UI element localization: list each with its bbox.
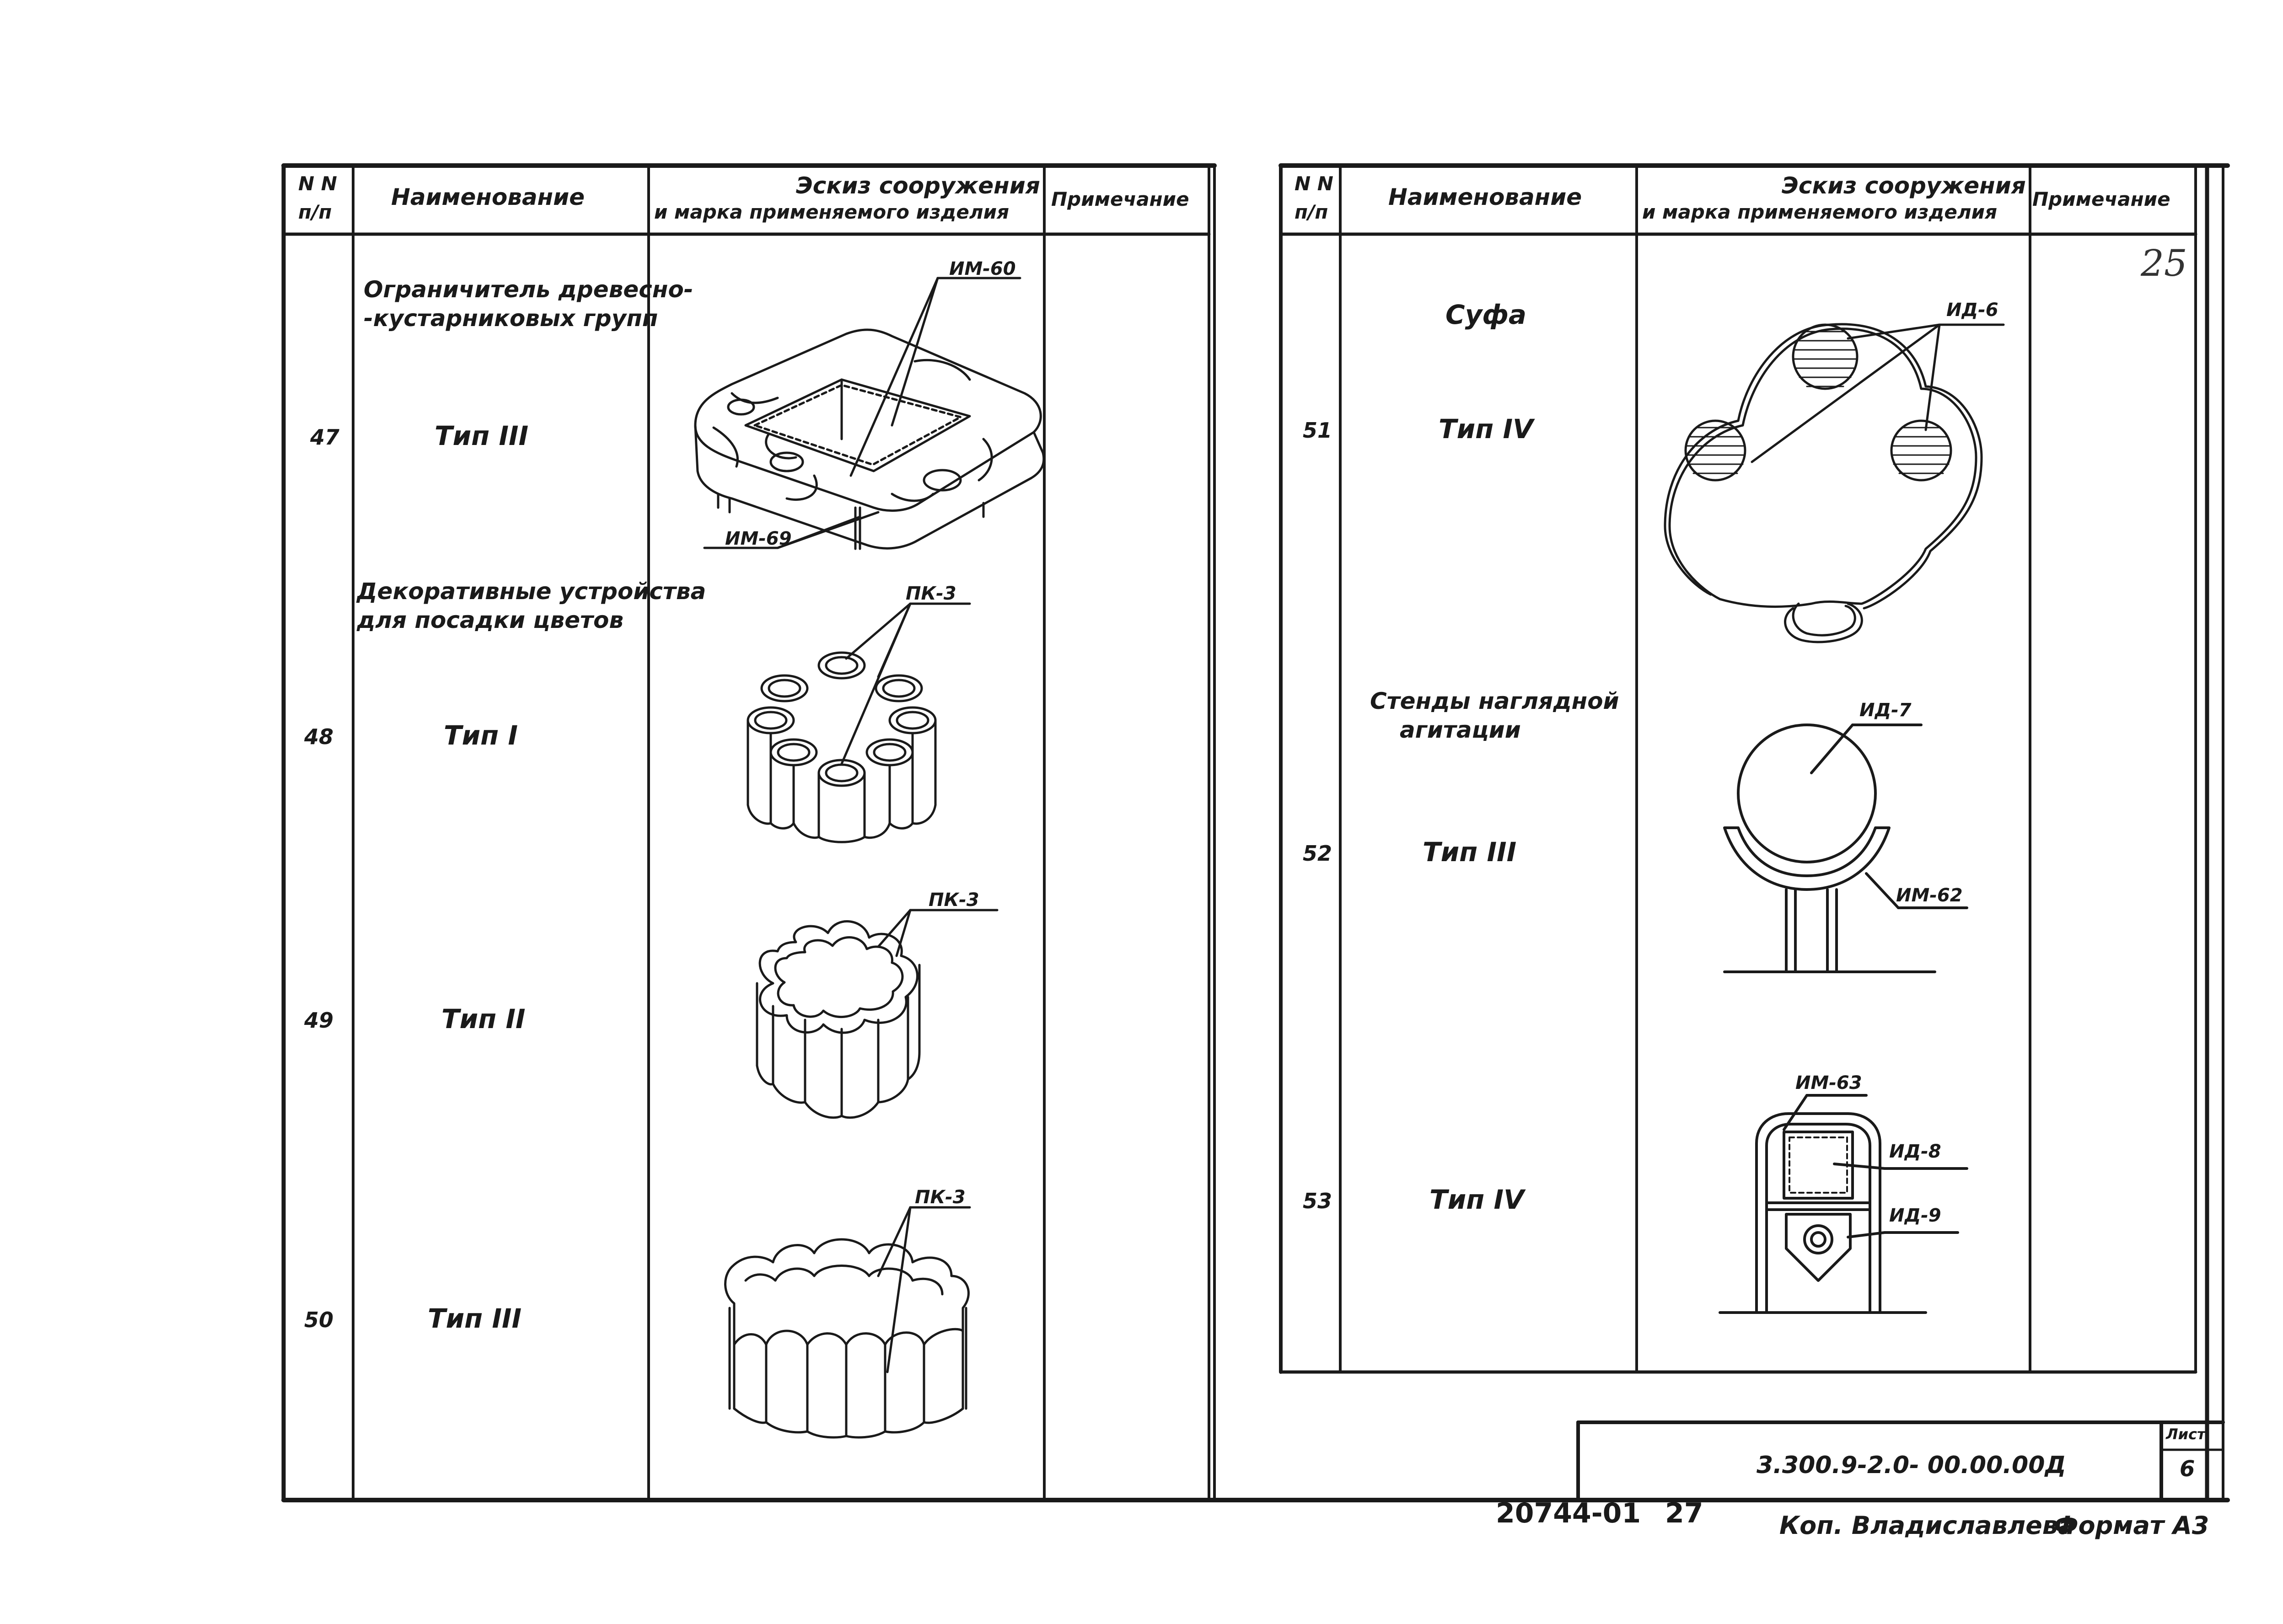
row-47-title-1: Ограничитель древесно- <box>364 276 693 303</box>
row-48-title-1: Декоративные устройства <box>357 578 706 605</box>
mark-id-6: ИД-6 <box>1946 300 1998 321</box>
right-header-nn-1: N N <box>1295 172 1333 195</box>
row-48-type: Тип I <box>444 720 518 751</box>
row-52-title-2: агитации <box>1400 717 1521 743</box>
sketch-53 <box>1719 1094 1968 1314</box>
row-52-number: 52 <box>1303 841 1332 866</box>
right-header-nn-2: п/п <box>1295 201 1328 223</box>
copied-by: Коп. Владиславлева <box>1779 1511 2075 1540</box>
mark-im-60: ИМ-60 <box>949 258 1016 279</box>
mark-pk-3-b: ПК-3 <box>929 890 979 911</box>
row-51-number: 51 <box>1303 418 1332 443</box>
row-52-type: Тип III <box>1423 836 1517 868</box>
row-51-title: Суфа <box>1445 299 1527 330</box>
mark-id-8: ИД-8 <box>1889 1141 1941 1162</box>
page-number: 27 <box>1665 1497 1703 1529</box>
stamp-frame <box>1576 1420 2225 1502</box>
sketch-47 <box>694 277 1045 550</box>
mark-im-69: ИМ-69 <box>725 528 792 549</box>
sheet-number: 6 <box>2180 1456 2195 1482</box>
left-header-nn-2: п/п <box>298 201 332 223</box>
handwritten-number: 25 <box>2141 242 2187 284</box>
order-number: 20744-01 <box>1496 1497 1641 1529</box>
left-header-sketch-2: и марка применяемого изделия <box>654 201 1010 223</box>
sketch-51 <box>1664 323 2005 643</box>
sheet-label: Лист <box>2166 1426 2206 1443</box>
row-47-title-2: -кустарниковых групп <box>364 305 658 332</box>
right-header-sketch-1: Эскиз сооружения <box>1782 172 2026 199</box>
paper-format: Формат А3 <box>2054 1511 2209 1540</box>
row-53-type: Тип IV <box>1429 1184 1524 1215</box>
sketch-50 <box>724 1206 971 1439</box>
mark-id-9: ИД-9 <box>1889 1205 1941 1226</box>
row-50-type: Тип III <box>428 1303 522 1334</box>
sketch-48 <box>747 602 971 843</box>
left-header-sketch-1: Эскиз сооружения <box>796 172 1040 199</box>
row-50-number: 50 <box>304 1308 334 1332</box>
row-47-number: 47 <box>310 425 340 450</box>
mark-pk-3-c: ПК-3 <box>915 1187 966 1208</box>
mark-im-62: ИМ-62 <box>1896 885 1963 906</box>
left-header-nn-1: N N <box>298 172 337 195</box>
row-48-title-2: для посадки цветов <box>357 607 624 633</box>
row-48-number: 48 <box>304 724 334 749</box>
row-52-title-1: Стенды наглядной <box>1370 688 1619 714</box>
mark-pk-3-a: ПК-3 <box>906 583 956 604</box>
row-49-type: Тип II <box>441 1003 526 1034</box>
right-table-frame <box>1278 163 2230 1502</box>
row-53-number: 53 <box>1303 1189 1332 1213</box>
right-header-sketch-2: и марка применяемого изделия <box>1642 201 1998 223</box>
row-49-number: 49 <box>304 1008 334 1033</box>
right-header-name: Наименование <box>1388 184 1582 210</box>
sketch-52 <box>1723 724 1968 973</box>
mark-id-7: ИД-7 <box>1859 700 1912 721</box>
document-code: 3.300.9-2.0- 00.00.00Д <box>1757 1452 2066 1479</box>
right-header-note: Примечание <box>2032 188 2170 210</box>
row-47-type: Тип III <box>435 420 529 451</box>
sketch-49 <box>756 909 999 1119</box>
row-51-type: Тип IV <box>1439 413 1533 445</box>
left-header-name: Наименование <box>391 184 585 210</box>
left-table-frame <box>281 163 2230 1502</box>
left-header-note: Примечание <box>1051 188 1189 210</box>
mark-im-63: ИМ-63 <box>1795 1072 1862 1093</box>
